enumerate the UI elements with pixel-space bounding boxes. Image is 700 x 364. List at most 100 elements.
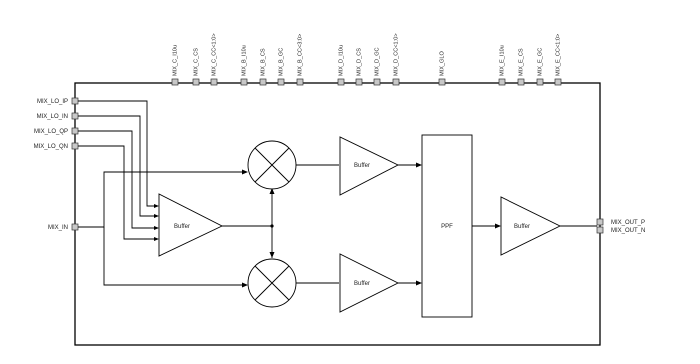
pin-label: MIX_LO_IN bbox=[37, 114, 68, 120]
buffer-i-label: Buffer bbox=[354, 163, 370, 169]
pin-label: MIX_E_CC<1:0> bbox=[556, 34, 562, 76]
pin-pad bbox=[259, 78, 267, 86]
top-pin-mix-d-cs: MIX_D_CS bbox=[355, 48, 363, 86]
wire-lo-qn bbox=[78, 145, 156, 240]
pin-label: MIX_D_CC<1:0> bbox=[394, 33, 400, 76]
pin-pad bbox=[438, 78, 446, 86]
top-pin-mix-e-cs: MIX_E_CS bbox=[517, 48, 525, 86]
ppf-block: PPF bbox=[421, 134, 473, 318]
pin-pad bbox=[296, 78, 304, 86]
pin-label: MIX_C_CS bbox=[194, 48, 200, 76]
pin-label: MIX_B_CS bbox=[261, 48, 267, 76]
pin-label: MIX_GLO bbox=[440, 50, 446, 76]
arrow-lo-ip bbox=[154, 204, 159, 208]
lo-routing-wires bbox=[78, 100, 246, 286]
mixer-i-cross bbox=[254, 147, 290, 183]
buffer-q-label: Buffer bbox=[354, 281, 370, 287]
top-pin-mix-b-gc: MIX_B_GC bbox=[277, 48, 285, 86]
buffer-q: Buffer bbox=[339, 253, 400, 313]
arrow-lo-qn bbox=[154, 237, 159, 241]
pin-label: MIX_B_GC bbox=[279, 48, 285, 76]
wire-mix-in-q bbox=[103, 227, 246, 286]
pin-pad bbox=[192, 78, 200, 86]
top-pin-mix-c-cc: MIX_C_CC<1:0> bbox=[210, 33, 218, 86]
pin-label: MIX_D_GC bbox=[375, 47, 381, 76]
right-pin-group: MIX_OUT_P MIX_OUT_N bbox=[596, 218, 645, 234]
left-pin-mix-lo-qn: MIX_LO_QN bbox=[34, 142, 79, 150]
top-pin-mix-e-i10u: MIX_E_I10u bbox=[498, 45, 506, 86]
pin-pad bbox=[71, 142, 79, 150]
lo-buffer-triangle bbox=[158, 193, 224, 257]
buffer-i-triangle bbox=[339, 136, 400, 196]
pin-label: MIX_C_I10u bbox=[173, 45, 179, 76]
arrow-up-to-mixer-i bbox=[269, 188, 275, 194]
top-pin-mix-b-cs: MIX_B_CS bbox=[259, 48, 267, 86]
lo-buffer-label: Buffer bbox=[174, 224, 190, 230]
arrow-into-out-buffer bbox=[495, 223, 501, 229]
top-pin-mix-e-cc: MIX_E_CC<1:0> bbox=[554, 34, 562, 86]
top-pin-mix-c-i10u: MIX_C_I10u bbox=[171, 45, 179, 86]
pin-pad bbox=[71, 223, 79, 231]
arrow-into-mixer-q bbox=[242, 282, 248, 288]
lo-buffer: Buffer bbox=[158, 193, 224, 257]
pin-pad bbox=[240, 78, 248, 86]
mixer-i bbox=[247, 140, 297, 190]
right-pin-mix-out-n: MIX_OUT_N bbox=[596, 226, 645, 234]
pin-pad bbox=[536, 78, 544, 86]
top-pin-mix-c-cs: MIX_C_CS bbox=[192, 48, 200, 86]
pin-pad bbox=[596, 218, 604, 226]
arrow-down-to-mixer-q bbox=[269, 252, 275, 258]
pin-pad bbox=[498, 78, 506, 86]
top-pin-mix-glo: MIX_GLO bbox=[438, 50, 446, 86]
pin-pad bbox=[355, 78, 363, 86]
pin-label: MIX_D_CS bbox=[357, 48, 363, 76]
buffer-q-triangle bbox=[339, 253, 400, 313]
pin-pad bbox=[210, 78, 218, 86]
right-pin-mix-out-p: MIX_OUT_P bbox=[596, 218, 645, 226]
pin-label: MIX_LO_QP bbox=[34, 129, 68, 135]
pin-pad bbox=[277, 78, 285, 86]
mixer-q-cross bbox=[254, 265, 290, 301]
pin-label: MIX_B_I10u bbox=[242, 45, 248, 76]
junction-dot bbox=[270, 224, 274, 228]
pin-label: MIX_IN bbox=[48, 225, 68, 231]
arrow-lo-in bbox=[154, 214, 159, 218]
pin-pad bbox=[517, 78, 525, 86]
pin-label: MIX_E_GC bbox=[538, 48, 544, 76]
ppf-label: PPF bbox=[441, 224, 453, 230]
buffer-i: Buffer bbox=[339, 136, 400, 196]
pin-pad bbox=[71, 97, 79, 105]
top-pin-mix-d-cc: MIX_D_CC<1:0> bbox=[392, 33, 400, 86]
left-pin-mix-lo-in: MIX_LO_IN bbox=[37, 112, 79, 120]
pin-pad bbox=[71, 112, 79, 120]
pin-label: MIX_D_I10u bbox=[339, 45, 345, 76]
output-buffer-triangle bbox=[500, 196, 562, 256]
wire-lo-qp bbox=[78, 130, 156, 229]
arrow-into-ppf-i bbox=[416, 162, 422, 168]
top-pin-mix-e-gc: MIX_E_GC bbox=[536, 48, 544, 86]
output-buffer: Buffer bbox=[500, 196, 562, 256]
left-pin-mix-lo-ip: MIX_LO_IP bbox=[37, 97, 79, 105]
mixer-q bbox=[247, 258, 297, 308]
pin-pad bbox=[337, 78, 345, 86]
left-pin-group: MIX_LO_IP MIX_LO_IN MIX_LO_QP MIX_LO_QN … bbox=[34, 97, 79, 231]
pin-label: MIX_LO_IP bbox=[37, 99, 68, 105]
wire-lo-in bbox=[78, 115, 156, 217]
output-buffer-label: Buffer bbox=[514, 224, 530, 230]
top-pin-mix-b-cc: MIX_B_CC<3:0> bbox=[296, 34, 304, 86]
pin-label: MIX_LO_QN bbox=[34, 144, 68, 150]
top-pin-mix-b-i10u: MIX_B_I10u bbox=[240, 45, 248, 86]
left-pin-mix-lo-qp: MIX_LO_QP bbox=[34, 127, 79, 135]
pin-label: MIX_B_CC<3:0> bbox=[298, 34, 304, 76]
arrow-lo-qp bbox=[154, 226, 159, 230]
pin-label: MIX_C_CC<1:0> bbox=[212, 33, 218, 76]
pin-pad bbox=[373, 78, 381, 86]
top-pin-mix-d-i10u: MIX_D_I10u bbox=[337, 45, 345, 86]
top-pin-group: MIX_C_I10u MIX_C_CS MIX_C_CC<1:0> MIX_B_… bbox=[171, 33, 562, 86]
ppf-rect bbox=[421, 134, 473, 318]
pin-label: MIX_OUT_N bbox=[611, 228, 645, 234]
arrow-into-mixer-i bbox=[242, 169, 248, 175]
pin-label: MIX_OUT_P bbox=[611, 220, 645, 226]
pin-pad bbox=[71, 127, 79, 135]
